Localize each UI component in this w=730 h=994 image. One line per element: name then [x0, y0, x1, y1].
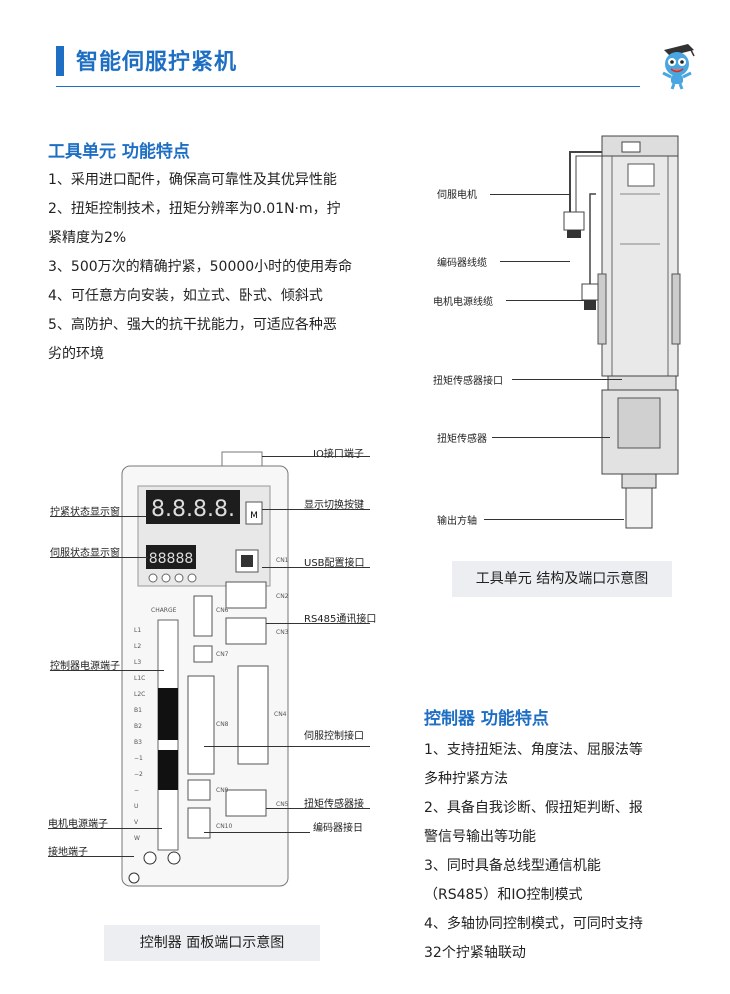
svg-text:V: V — [134, 819, 139, 826]
svg-text:CN1: CN1 — [276, 557, 289, 564]
tool-feature-2: 2、扭矩控制技术，扭矩分辨率为0.01N·m，拧 — [48, 201, 341, 217]
svg-text:CN10: CN10 — [216, 823, 232, 830]
tool-feature-5-cont: 劣的环境 — [48, 346, 104, 362]
svg-text:CN3: CN3 — [276, 629, 289, 636]
label-motor-power-cable: 电机电源线缆 — [433, 297, 493, 308]
svg-text:CN4: CN4 — [274, 711, 287, 718]
label-encoder-conn: 编码器接日 — [313, 823, 363, 834]
svg-text:L3: L3 — [134, 659, 141, 666]
controller-feature-2-cont: 警信号输出等功能 — [424, 829, 536, 845]
controller-feature-1-cont: 多种拧紧方法 — [424, 771, 508, 787]
svg-text:CHARGE: CHARGE — [151, 607, 177, 614]
label-torque-sensor: 扭矩传感器 — [437, 434, 487, 445]
label-io-terminal: IO接口端子 — [313, 449, 364, 460]
svg-text:CN6: CN6 — [216, 607, 229, 614]
tool-feature-2-cont: 紧精度为2% — [48, 230, 127, 246]
page-title: 智能伺服拧紧机 — [76, 50, 238, 75]
label-motor-power: 电机电源端子 — [48, 819, 108, 830]
svg-text:CN9: CN9 — [216, 787, 229, 794]
label-display-switch: 显示切换按键 — [304, 500, 364, 511]
label-output-shaft: 输出方轴 — [437, 516, 477, 527]
svg-text:B3: B3 — [134, 739, 142, 746]
big-display: 8.8.8.8. — [151, 497, 235, 522]
svg-text:CN8: CN8 — [216, 721, 229, 728]
controller-panel-caption: 控制器 面板端口示意图 — [104, 925, 320, 961]
label-ground: 接地端子 — [48, 847, 88, 858]
label-controller-power: 控制器电源端子 — [50, 661, 120, 672]
terminal-labels: L1 L2 L3 L1C L2C B1 B2 B3 −1 −2 − U V W — [134, 627, 145, 842]
label-torque-sensor-port: 扭矩传感器接口 — [433, 376, 503, 387]
title-accent-bar — [56, 46, 64, 76]
controller-feature-3-cont: （RS485）和IO控制模式 — [424, 887, 583, 903]
controller-feature-4: 4、多轴协同控制模式，可同时支持 — [424, 916, 643, 932]
controller-feature-3: 3、同时具备总线型通信机能 — [424, 858, 601, 874]
svg-text:−1: −1 — [134, 755, 143, 762]
tool-feature-1: 1、采用进口配件，确保高可靠性及其优异性能 — [48, 172, 337, 188]
tool-feature-4: 4、可任意方向安装，如立式、卧式、倾斜式 — [48, 288, 323, 304]
label-servo-control-port: 伺服控制接口 — [304, 731, 364, 742]
label-rs485-port: RS485通讯接口 — [304, 614, 377, 625]
display-switch-button[interactable] — [245, 501, 263, 525]
svg-text:L1: L1 — [134, 627, 141, 634]
svg-text:B1: B1 — [134, 707, 142, 714]
label-torque-sensor-conn: 扭矩传感器接 — [304, 799, 364, 810]
port-labels: CN1 CN2 CN3 CN6 CN7 CN8 CN4 CN9 CN5 CN10 — [216, 557, 289, 830]
controller-panel-drawing: 8.8.8.8. 88888 M CHARGE L1 L2 L3 L1C L2C… — [121, 451, 289, 887]
svg-text:B2: B2 — [134, 723, 142, 730]
svg-text:CN7: CN7 — [216, 651, 229, 658]
tool-unit-caption: 工具单元 结构及端口示意图 — [452, 561, 672, 597]
mascot-icon — [662, 44, 695, 90]
svg-text:−2: −2 — [134, 771, 143, 778]
svg-text:W: W — [134, 835, 140, 842]
label-servo-display: 伺服状态显示窗 — [50, 548, 120, 559]
controller-feature-4-cont: 32个拧紧轴联动 — [424, 945, 526, 961]
tool-unit-title: 工具单元 功能特点 — [48, 142, 190, 162]
controller-feature-2: 2、具备自我诊断、假扭矩判断、报 — [424, 800, 643, 816]
tool-feature-3: 3、500万次的精确拧紧，50000小时的使用寿命 — [48, 259, 353, 275]
svg-text:L1C: L1C — [134, 675, 145, 682]
svg-text:−: − — [134, 787, 139, 794]
small-display: 88888 — [149, 551, 194, 567]
label-servo-motor: 伺服电机 — [437, 190, 477, 201]
controller-feature-1: 1、支持扭矩法、角度法、屈服法等 — [424, 742, 643, 758]
controller-title: 控制器 功能特点 — [424, 709, 549, 729]
title-underline — [56, 86, 640, 87]
svg-text:M: M — [250, 511, 258, 521]
svg-text:CN2: CN2 — [276, 593, 289, 600]
label-usb-port: USB配置接口 — [304, 558, 365, 569]
label-tightening-display: 拧紧状态显示窗 — [50, 507, 120, 518]
svg-text:L2C: L2C — [134, 691, 145, 698]
label-encoder-cable: 编码器线缆 — [437, 258, 487, 269]
svg-text:CN5: CN5 — [276, 801, 289, 808]
svg-text:U: U — [134, 803, 138, 810]
svg-text:L2: L2 — [134, 643, 141, 650]
tool-unit-drawing — [563, 135, 681, 529]
tool-feature-5: 5、高防护、强大的抗干扰能力，可适应各种恶 — [48, 317, 337, 333]
